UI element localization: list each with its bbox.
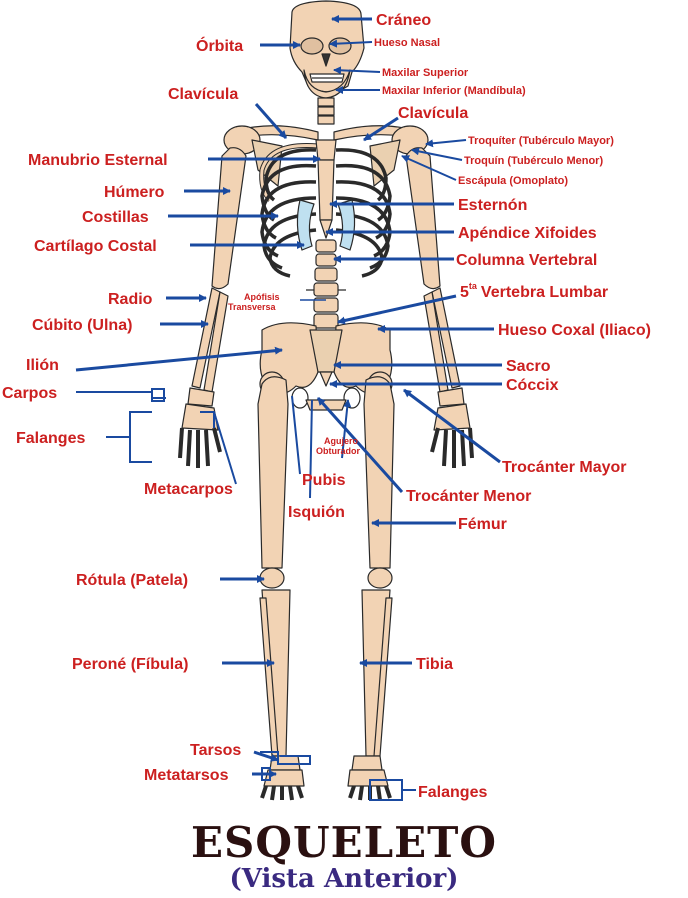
vertebral-column bbox=[306, 239, 346, 329]
label-rotula: Rótula (Patela) bbox=[76, 572, 188, 589]
right-patella bbox=[367, 567, 393, 589]
label-vertebra-text: Vertebra Lumbar bbox=[481, 284, 608, 301]
label-agujero-2: Obturador bbox=[316, 446, 360, 456]
left-orbit bbox=[300, 37, 324, 55]
label-tarsos: Tarsos bbox=[190, 742, 241, 759]
left-obturator bbox=[291, 387, 309, 409]
label-clavicula-right: Clavícula bbox=[398, 105, 468, 122]
label-apofisis-2: Transversa bbox=[228, 302, 277, 312]
page-title: ESQUELETO bbox=[191, 818, 497, 867]
label-trocanter-menor: Trocánter Menor bbox=[406, 488, 531, 505]
nasal-cavity bbox=[321, 53, 331, 67]
label-humero: Húmero bbox=[104, 184, 165, 201]
label-cartilago: Cartílago Costal bbox=[34, 238, 157, 255]
label-maxilar-inferior: Maxilar Inferior (Mandíbula) bbox=[382, 85, 526, 97]
label-perone: Peroné (Fíbula) bbox=[72, 656, 188, 673]
label-femur: Fémur bbox=[458, 516, 507, 533]
left-foot bbox=[260, 755, 305, 801]
label-metacarpos: Metacarpos bbox=[144, 481, 233, 498]
right-orbit bbox=[328, 37, 352, 55]
label-esternon: Esternón bbox=[458, 197, 527, 214]
label-cubito: Cúbito (Ulna) bbox=[32, 317, 132, 334]
label-craneo: Cráneo bbox=[376, 12, 431, 29]
label-maxilar-superior: Maxilar Superior bbox=[382, 67, 469, 79]
label-trocanter-mayor: Trocánter Mayor bbox=[502, 459, 626, 476]
label-metatarsos: Metatarsos bbox=[144, 767, 229, 784]
manubrium bbox=[315, 139, 337, 161]
label-ilion: Ilión bbox=[26, 357, 59, 374]
label-pubis: Pubis bbox=[302, 472, 346, 489]
leader-arrows bbox=[75, 15, 502, 778]
left-hand bbox=[178, 387, 222, 468]
skeleton-illustration bbox=[178, 0, 474, 801]
label-apofisis-1: Apófisis bbox=[244, 292, 280, 302]
bracket-leaders bbox=[76, 299, 416, 801]
right-femur bbox=[363, 376, 395, 569]
label-vertebra-number: 5 bbox=[460, 284, 469, 301]
label-sacro: Sacro bbox=[506, 358, 551, 375]
labels: Cráneo Órbita Hueso Nasal Maxilar Superi… bbox=[2, 12, 651, 801]
right-hand bbox=[430, 387, 474, 468]
label-radio: Radio bbox=[108, 291, 153, 308]
label-falanges-foot: Falanges bbox=[418, 784, 487, 801]
label-coccix: Cóccix bbox=[506, 377, 559, 394]
right-radius bbox=[431, 287, 461, 389]
right-humerus bbox=[405, 147, 441, 290]
label-orbita: Órbita bbox=[196, 36, 243, 55]
label-manubrio: Manubrio Esternal bbox=[28, 152, 168, 169]
xiphoid bbox=[319, 219, 333, 239]
label-costillas: Costillas bbox=[82, 209, 149, 226]
label-escapula: Escápula (Omoplato) bbox=[458, 175, 568, 187]
label-hueso-coxal: Hueso Coxal (Iliaco) bbox=[498, 322, 651, 339]
label-vertebra-sup: ta bbox=[469, 281, 478, 291]
right-obturator bbox=[343, 387, 361, 409]
costal-cartilage-left bbox=[296, 199, 315, 251]
label-troquiter: Troquíter (Tubérculo Mayor) bbox=[468, 135, 614, 147]
coccyx bbox=[319, 371, 333, 387]
left-humerus bbox=[211, 147, 247, 290]
label-hueso-nasal: Hueso Nasal bbox=[374, 37, 440, 49]
left-femur bbox=[257, 376, 289, 569]
label-columna: Columna Vertebral bbox=[456, 252, 597, 269]
costal-cartilage-right bbox=[337, 199, 356, 251]
label-isquion: Isquión bbox=[288, 504, 345, 521]
label-apendice: Apéndice Xifoides bbox=[458, 225, 597, 242]
label-clavicula-left: Clavícula bbox=[168, 86, 238, 103]
label-carpos: Carpos bbox=[2, 385, 57, 402]
label-troquin: Troquín (Tubérculo Menor) bbox=[464, 155, 603, 167]
left-radius bbox=[191, 287, 221, 389]
label-tibia: Tibia bbox=[416, 656, 453, 673]
page-subtitle: (Vista Anterior) bbox=[229, 864, 459, 894]
label-falanges-hand: Falanges bbox=[16, 430, 85, 447]
skull bbox=[289, 0, 365, 93]
label-agujero-1: Agujero bbox=[324, 436, 359, 446]
sternum-body bbox=[317, 159, 335, 221]
rib-cage bbox=[259, 143, 319, 202]
